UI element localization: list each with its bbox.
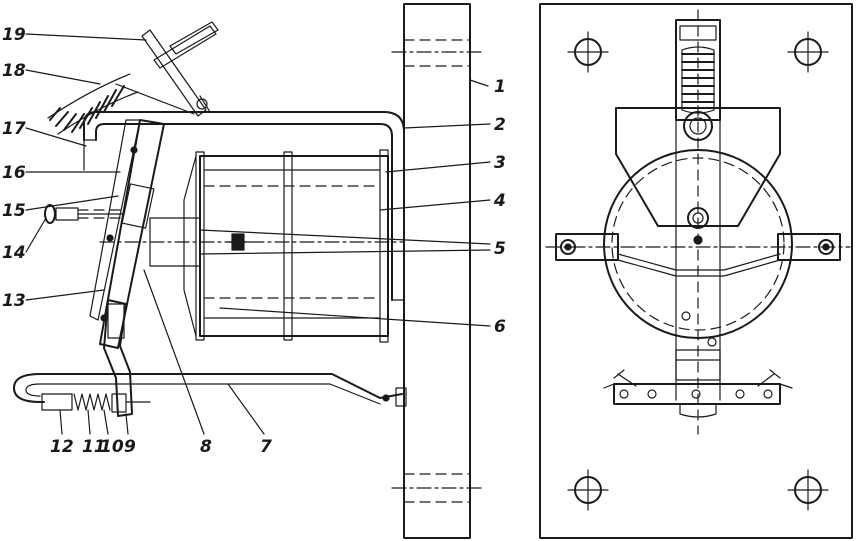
stop-rod	[13, 373, 407, 413]
adjusting-screw	[44, 204, 125, 224]
spring-assembly	[47, 21, 219, 135]
yoke-bracket	[83, 111, 405, 301]
callout-11: 11	[82, 437, 106, 457]
callout-19: 19	[2, 25, 26, 45]
callout-14: 14	[2, 243, 26, 263]
armature	[89, 119, 165, 349]
base-plate-side	[391, 3, 483, 539]
callout-7: 7	[260, 437, 272, 457]
callout-2: 2	[494, 115, 506, 135]
callout-15: 15	[2, 201, 26, 221]
callout-4: 4	[493, 191, 506, 211]
callout-10: 10	[100, 437, 124, 457]
callout-12: 12	[50, 437, 74, 457]
callout-13: 13	[2, 291, 26, 311]
side-view	[13, 3, 491, 539]
callout-labels: 19 18 17 16 15 14 13 12 11 10 9 8 7 1 2 …	[2, 25, 506, 457]
leader-lines	[25, 33, 491, 435]
callout-18: 18	[2, 61, 26, 81]
armature-front	[675, 9, 721, 435]
mounting-holes	[567, 31, 829, 511]
stop-bar-front	[603, 369, 793, 418]
callout-1: 1	[494, 77, 506, 97]
front-view	[539, 3, 853, 539]
callout-5: 5	[494, 239, 506, 259]
callout-6: 6	[494, 317, 506, 337]
armature-lower-arm	[103, 299, 133, 417]
base-plate-front	[539, 3, 853, 539]
core-pole	[99, 217, 405, 267]
coil-assembly	[183, 149, 389, 343]
callout-9: 9	[124, 437, 136, 457]
callout-16: 16	[2, 163, 26, 183]
callout-8: 8	[200, 437, 212, 457]
callout-3: 3	[494, 153, 506, 173]
callout-17: 17	[2, 119, 26, 139]
